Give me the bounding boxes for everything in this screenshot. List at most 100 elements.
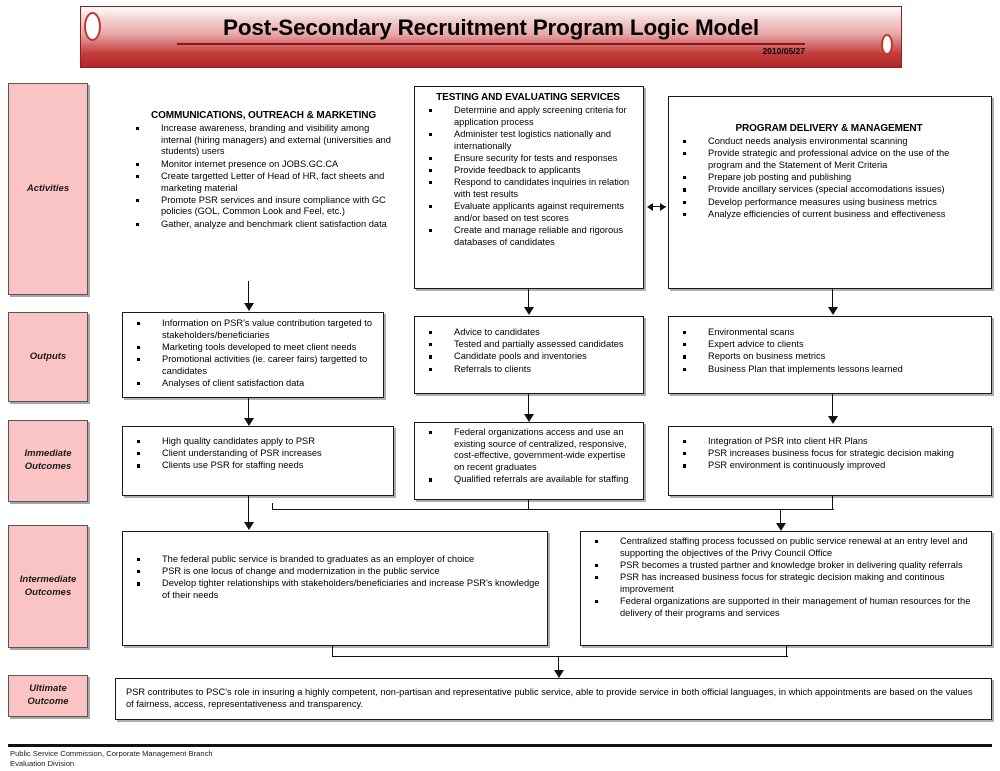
arrow-left-icon [647, 203, 653, 211]
list-item: PSR environment is continuously improved [674, 460, 984, 472]
list-item: Qualified referrals are available for st… [420, 474, 636, 486]
list-item: Expert advice to clients [674, 339, 984, 351]
intermediate-left-list: The federal public service is branded to… [128, 554, 540, 602]
stage-label-intermediate-line2: Outcomes [24, 586, 72, 598]
connector-outputs-to-immediate-right [832, 394, 834, 418]
list-item: Increase awareness, branding and visibil… [127, 123, 400, 158]
list-item: PSR becomes a trusted partner and knowle… [586, 560, 984, 572]
list-item: Marketing tools developed to meet client… [128, 342, 376, 354]
list-item: Prepare job posting and publishing [674, 172, 984, 184]
footer-line-1: Public Service Commission, Corporate Man… [10, 749, 213, 758]
immediate-left-list: High quality candidates apply to PSR Cli… [128, 436, 386, 472]
list-item: Information on PSR's value contribution … [128, 318, 376, 341]
immediate-right-box: Integration of PSR into client HR Plans … [668, 426, 992, 496]
arrow-right-icon [660, 203, 666, 211]
connector-bus-to-right-intermediate [528, 509, 780, 511]
activities-communications-box: COMMUNICATIONS, OUTREACH & MARKETING Inc… [122, 105, 407, 290]
connector-immediate-left-drop [248, 496, 250, 524]
arrow-down-icon [244, 303, 254, 311]
list-item: The federal public service is branded to… [128, 554, 540, 566]
list-item: Develop performance measures using busin… [674, 197, 984, 209]
arrow-down-icon [828, 307, 838, 315]
outputs-right-list: Environmental scans Expert advice to cli… [674, 327, 984, 375]
stage-label-activities: Activities [8, 83, 88, 295]
outputs-right-box: Environmental scans Expert advice to cli… [668, 316, 992, 394]
list-item: Monitor internet presence on JOBS.GC.CA [127, 159, 400, 171]
footer: Public Service Commission, Corporate Man… [10, 749, 213, 770]
stage-label-intermediate-line1: Intermediate [19, 573, 77, 585]
outputs-middle-box: Advice to candidates Tested and partiall… [414, 316, 644, 394]
connector-intermediate-left-stem [332, 646, 334, 657]
list-item: Candidate pools and inventories [420, 351, 636, 363]
decorative-ring-left-icon [84, 12, 101, 41]
connector-immediate-middle-stem [528, 500, 530, 510]
activities-communications-list: Increase awareness, branding and visibil… [127, 123, 400, 230]
bidirectional-connector-line [650, 206, 666, 208]
activities-program-delivery-list: Conduct needs analysis environmental sca… [674, 136, 984, 220]
intermediate-right-list: Centralized staffing process focussed on… [586, 536, 984, 619]
list-item: Provide ancillary services (special acco… [674, 184, 984, 196]
connector-activities-to-outputs-left [248, 281, 250, 305]
connector-bus-to-ultimate [332, 656, 788, 658]
list-item: Client understanding of PSR increases [128, 448, 386, 460]
stage-label-immediate-line2: Outcomes [24, 461, 72, 472]
list-item: Tested and partially assessed candidates [420, 339, 636, 351]
list-item: Centralized staffing process focussed on… [586, 536, 984, 559]
stage-label-outputs-text: Outputs [29, 350, 67, 362]
banner-date: 2010/05/27 [762, 46, 805, 56]
arrow-down-icon [776, 523, 786, 531]
activities-testing-box: TESTING AND EVALUATING SERVICES Determin… [414, 86, 644, 289]
page-title: Post-Secondary Recruitment Program Logic… [223, 15, 759, 40]
intermediate-left-box: The federal public service is branded to… [122, 531, 548, 646]
list-item: Administer test logistics nationally and… [420, 129, 636, 152]
arrow-down-icon [524, 414, 534, 422]
connector-activities-to-outputs-middle [528, 289, 530, 311]
stage-label-ultimate-line2: Outcome [27, 696, 69, 707]
arrow-down-icon [524, 307, 534, 315]
list-item: Respond to candidates inquiries in relat… [420, 177, 636, 200]
activities-program-delivery-title: PROGRAM DELIVERY & MANAGEMENT [735, 123, 923, 134]
connector-bus-to-left-intermediate [272, 509, 530, 511]
list-item: Conduct needs analysis environmental sca… [674, 136, 984, 148]
list-item: Determine and apply screening criteria f… [420, 105, 636, 128]
list-item: Reports on business metrics [674, 351, 984, 363]
banner-title-wrap: Post-Secondary Recruitment Program Logic… [81, 7, 901, 67]
connector-intermediate-right-stem [786, 646, 788, 657]
activities-testing-title: TESTING AND EVALUATING SERVICES [436, 92, 620, 103]
immediate-middle-list: Federal organizations access and use an … [420, 427, 636, 486]
footer-line-2: Evaluation Division [10, 759, 75, 769]
list-item: PSR increases business focus for strateg… [674, 448, 984, 460]
list-item: Federal organizations access and use an … [420, 427, 636, 474]
list-item: Business Plan that implements lessons le… [674, 364, 984, 376]
list-item: Create targetted Letter of Head of HR, f… [127, 171, 400, 194]
stage-label-activities-text: Activities [26, 182, 70, 194]
title-banner: Post-Secondary Recruitment Program Logic… [80, 6, 902, 68]
connector-activities-to-outputs-right [832, 289, 834, 311]
list-item: Clients use PSR for staffing needs [128, 460, 386, 472]
list-item: Advice to candidates [420, 327, 636, 339]
footer-divider [8, 744, 992, 747]
stage-label-ultimate-line1: Ultimate [29, 683, 67, 695]
stage-label-immediate-outcomes: Immediate Outcomes [8, 420, 88, 502]
list-item: High quality candidates apply to PSR [128, 436, 386, 448]
arrow-down-icon [828, 416, 838, 424]
connector-immediate-right-stem [832, 496, 834, 510]
immediate-right-list: Integration of PSR into client HR Plans … [674, 436, 984, 472]
outputs-left-list: Information on PSR's value contribution … [128, 318, 376, 390]
ultimate-outcome-box: PSR contributes to PSC's role in insurin… [115, 678, 992, 720]
stage-label-immediate-line1: Immediate [24, 448, 72, 460]
stage-label-ultimate-outcome: Ultimate Outcome [8, 675, 88, 717]
connector-drop-to-ultimate [558, 656, 560, 673]
list-item: Evaluate applicants against requirements… [420, 201, 636, 224]
stage-label-outputs: Outputs [8, 312, 88, 402]
list-item: Gather, analyze and benchmark client sat… [127, 219, 400, 231]
title-underline [177, 43, 805, 45]
list-item: Promote PSR services and insure complian… [127, 195, 400, 218]
list-item: Environmental scans [674, 327, 984, 339]
decorative-ring-right-icon [881, 34, 893, 55]
list-item: Develop tighter relationships with stake… [128, 578, 540, 601]
list-item: Federal organizations are supported in t… [586, 596, 984, 619]
list-item: Provide feedback to applicants [420, 165, 636, 177]
arrow-down-icon [554, 670, 564, 678]
